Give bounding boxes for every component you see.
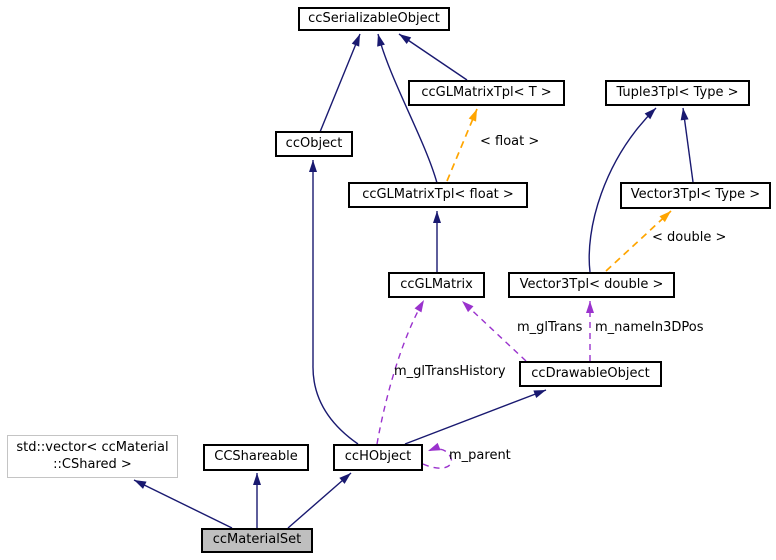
edge-ccglmatrixtplt-to-ccserializableobject (398, 33, 468, 81)
node-vector3tpl-type[interactable]: Vector3Tpl< Type > (620, 182, 771, 209)
node-ccobject[interactable]: ccObject (275, 131, 353, 157)
node-cchobject[interactable]: ccHObject (333, 444, 423, 471)
node-tuple3tpl-type[interactable]: Tuple3Tpl< Type > (605, 80, 750, 106)
edge-ccglmatrixtplfloat-to-ccserializableobject (377, 33, 438, 184)
edge-vector3tpltype-to-tuple3tpl (680, 107, 694, 183)
edge-label-template-double: < double > (652, 230, 727, 245)
stdvector-label-line1: std::vector< ccMaterial (16, 439, 169, 455)
edge-label-m-parent: m_parent (449, 448, 511, 463)
node-ccshareable[interactable]: CCShareable (203, 444, 309, 471)
edge-m-parent-self-loop (422, 442, 453, 469)
node-ccglmatrixtpl-float[interactable]: ccGLMatrixTpl< float > (348, 182, 528, 208)
edge-label-m-gltrans: m_glTrans (517, 320, 583, 335)
node-stdvector-ccmaterial-cshared: std::vector< ccMaterial ::CShared > (7, 435, 178, 478)
edge-m-gltranshistory (376, 299, 425, 445)
edge-template-instantiation-double (605, 210, 672, 272)
node-ccglmatrix[interactable]: ccGLMatrix (388, 272, 485, 298)
node-ccmaterialset-current: ccMaterialSet (201, 528, 313, 553)
edge-cchobject-to-ccobject (309, 160, 359, 445)
node-ccserializableobject[interactable]: ccSerializableObject (298, 7, 450, 31)
edge-cchobject-to-ccdrawableobject (404, 389, 547, 445)
edge-ccmaterialset-to-stdvector (133, 479, 233, 529)
edge-ccmaterialset-to-cchobject (287, 472, 352, 529)
node-ccdrawableobject[interactable]: ccDrawableObject (519, 361, 662, 387)
edge-ccobject-to-ccserializableobject (319, 33, 361, 133)
edge-label-template-float: < float > (480, 134, 540, 149)
node-ccglmatrixtpl-t[interactable]: ccGLMatrixTpl< T > (408, 80, 565, 106)
edge-m-gltrans (461, 300, 527, 362)
edge-label-m-gltranshistory: m_glTransHistory (394, 364, 506, 379)
node-vector3tpl-double[interactable]: Vector3Tpl< double > (508, 272, 675, 298)
edge-vector3tpldouble-to-tuple3tpl (588, 107, 657, 273)
stdvector-label-line2: ::CShared > (53, 456, 132, 472)
edge-template-instantiation-float (446, 108, 478, 182)
edge-label-m-namein3dpos: m_nameIn3DPos (595, 320, 704, 335)
